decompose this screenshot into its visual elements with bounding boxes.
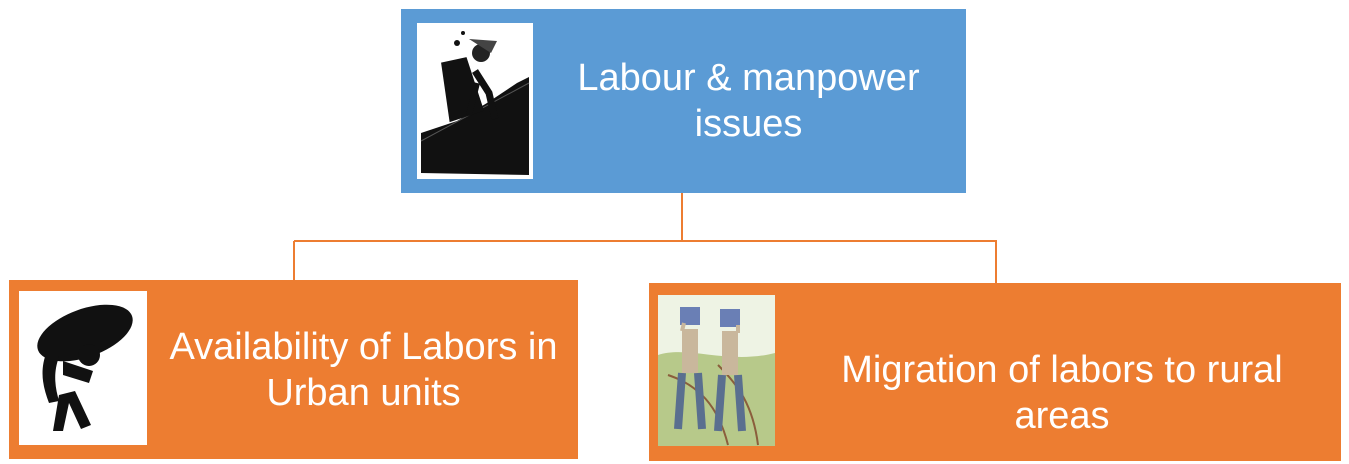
connector-to-right xyxy=(682,240,997,283)
child-node-availability-label: Availability of Labors in Urban units xyxy=(169,326,558,414)
person-carrying-load-icon xyxy=(19,291,147,445)
root-node: Labour & manpower issues xyxy=(401,9,966,193)
connector-root-to-children xyxy=(294,193,683,242)
child-node-availability: Availability of Labors in Urban units xyxy=(9,280,578,459)
child-node-migration: Migration of labors to rural areas xyxy=(649,283,1341,461)
child-node-migration-label: Migration of labors to rural areas xyxy=(841,349,1283,437)
root-node-label: Labour & manpower issues xyxy=(577,57,920,145)
two-workers-carrying-baskets-icon xyxy=(658,295,775,446)
worker-climbing-slope-icon xyxy=(417,23,533,179)
